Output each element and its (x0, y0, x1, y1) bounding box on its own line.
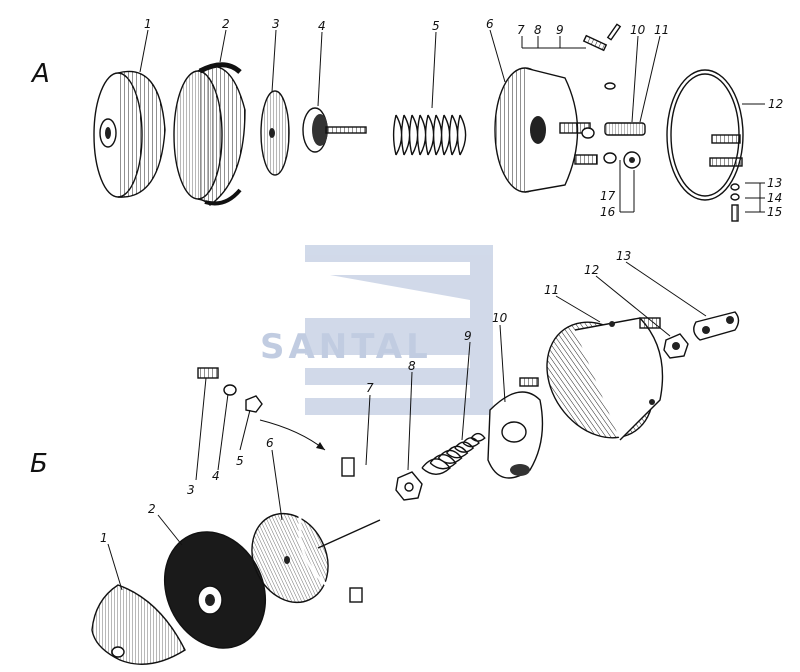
part-b6-plate (251, 512, 329, 604)
part-a13-15-fasteners (730, 183, 740, 222)
callout-a-1: 1 (144, 17, 152, 31)
section-a-callouts: 1 2 3 4 5 6 7 8 9 10 11 12 13 14 15 16 1… (139, 17, 783, 219)
callout-b-4: 4 (212, 469, 220, 483)
callout-b-5: 5 (236, 454, 244, 468)
callout-a-9: 9 (556, 23, 564, 37)
part-a1-cap (93, 70, 166, 198)
callout-a-6: 6 (486, 17, 494, 31)
callout-a-13: 13 (767, 176, 782, 190)
callout-b-10: 10 (492, 311, 508, 325)
callout-a-5: 5 (432, 19, 440, 33)
callout-a-15: 15 (767, 205, 782, 219)
watermark-text: SANTAL (260, 327, 432, 367)
watermark-stripe (305, 262, 470, 318)
callout-a-16: 16 (600, 205, 616, 219)
part-b12-nut (663, 333, 689, 359)
part-a12-clamp-ring (666, 69, 744, 201)
part-b7-frame (298, 457, 397, 603)
callout-b-7: 7 (366, 381, 374, 395)
watermark-stripe (305, 385, 470, 398)
callout-b-12: 12 (584, 263, 599, 277)
callout-a-12: 12 (768, 97, 783, 111)
section-b-callouts: 1 2 3 4 5 6 7 8 9 10 11 12 13 (100, 249, 707, 591)
callout-a-8: 8 (534, 23, 542, 37)
part-a10-bracket (581, 82, 646, 169)
callout-b-1: 1 (100, 531, 108, 545)
part-a2-filter (173, 62, 246, 206)
part-b8-small-plate (395, 471, 423, 501)
part-b9-spring (421, 432, 486, 475)
part-a7-bolt (582, 23, 622, 52)
callout-a-3: 3 (272, 17, 280, 31)
callout-a-14: 14 (767, 191, 782, 205)
part-a5-spring (392, 114, 467, 156)
callout-b-2: 2 (148, 502, 156, 516)
callout-b-9: 9 (464, 329, 472, 343)
callout-b-11: 11 (544, 283, 559, 297)
callout-a-17: 17 (600, 189, 616, 203)
part-a4-valve (302, 107, 367, 153)
part-a3-disc (260, 90, 290, 176)
section-b: Б (30, 249, 740, 665)
section-a: А (30, 17, 783, 222)
section-a-label: А (30, 59, 50, 89)
part-b10-gasket (487, 377, 544, 479)
section-b-label: Б (30, 449, 48, 479)
callout-a-2: 2 (222, 17, 230, 31)
part-b11-housing (546, 317, 664, 441)
part-b3-5-fasteners (197, 367, 263, 413)
watermark-stripe (305, 355, 470, 368)
callout-b-6: 6 (266, 436, 274, 450)
callout-b-13: 13 (616, 249, 631, 263)
callout-a-11: 11 (654, 23, 669, 37)
callout-b-3: 3 (187, 483, 195, 497)
part-b13-bracket (693, 311, 740, 341)
part-b1-cap (91, 584, 186, 665)
watermark-logo: SANTAL (260, 245, 493, 415)
callout-b-8: 8 (408, 359, 416, 373)
callout-a-7: 7 (517, 23, 525, 37)
part-a6-housing (494, 67, 598, 193)
callout-a-4: 4 (318, 19, 326, 33)
callout-a-10: 10 (630, 23, 646, 37)
